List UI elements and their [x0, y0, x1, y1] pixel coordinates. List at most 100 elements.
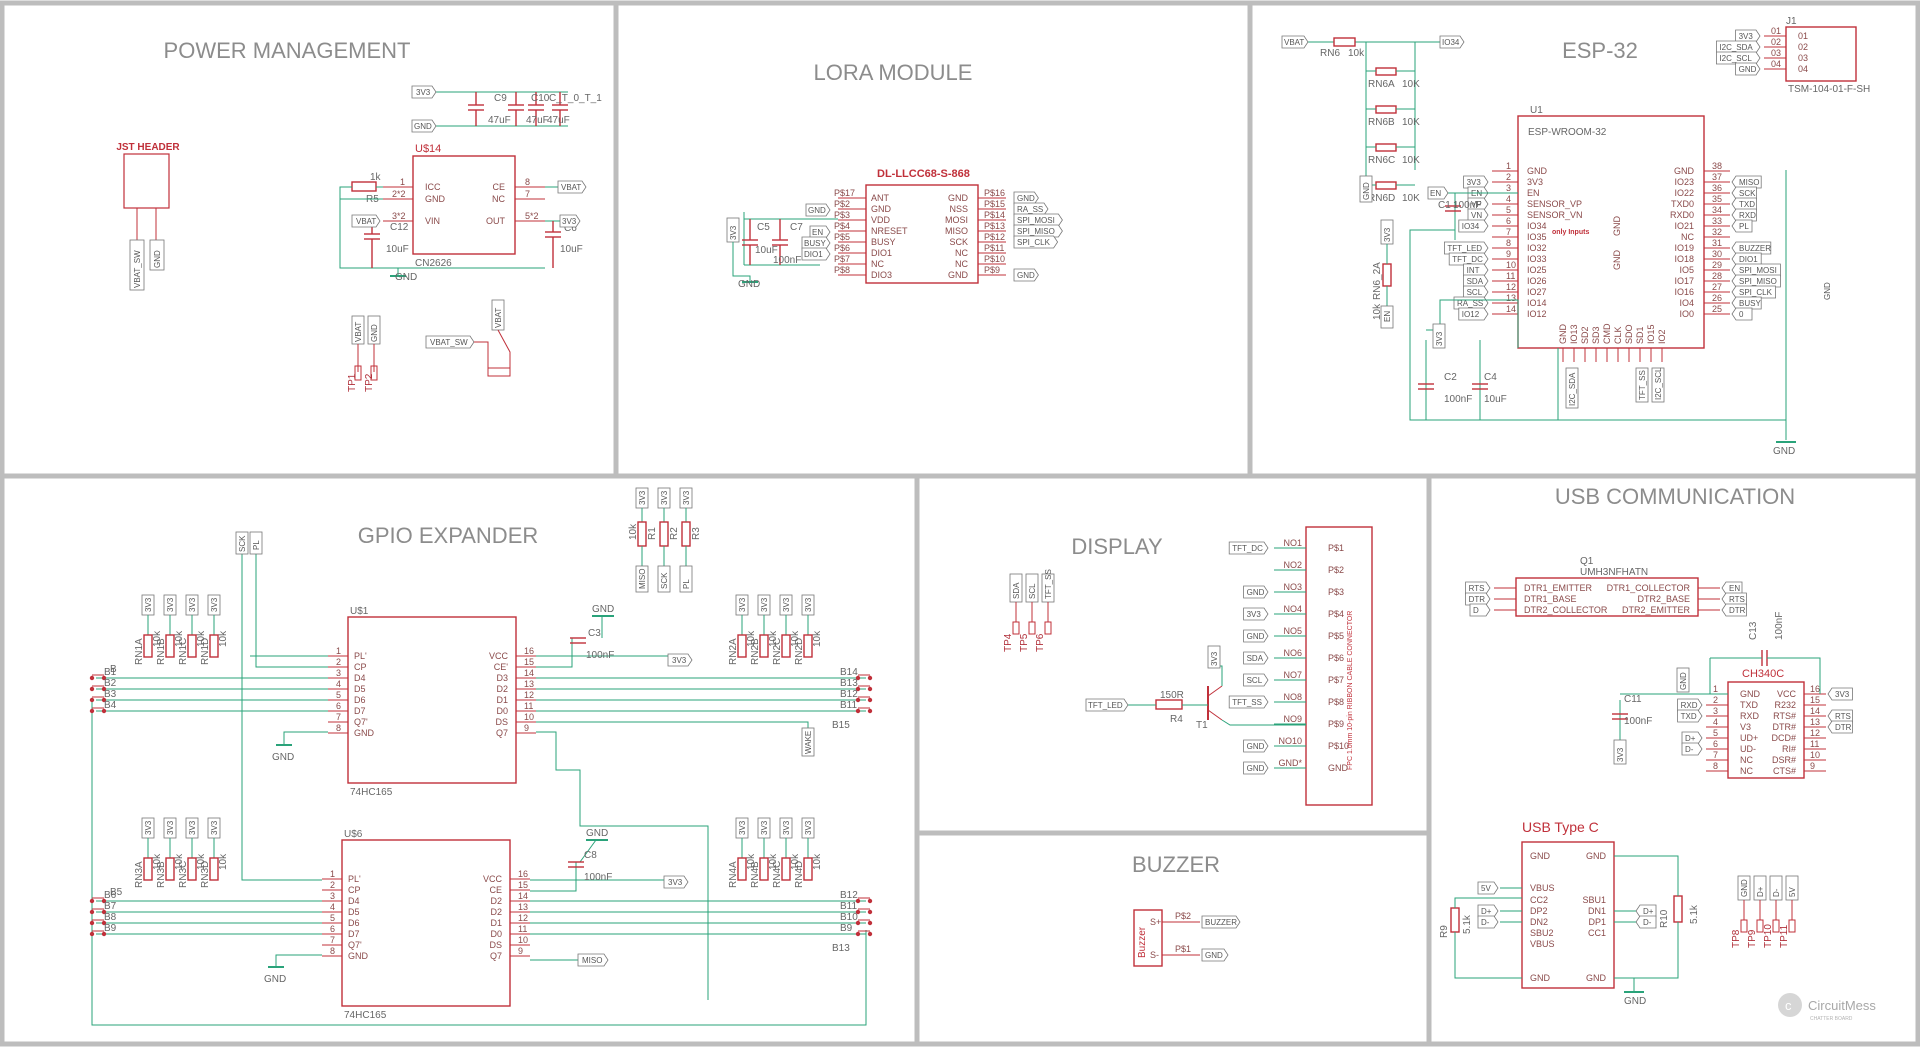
- gpio-u1-pins-right-2: D3: [496, 673, 508, 683]
- display-no-8: NO9: [1283, 714, 1302, 724]
- lora-pnum-right-0: P$16: [984, 188, 1005, 198]
- net-miso-gpio: MISO: [577, 953, 609, 967]
- esp-net-left-3: VN: [1467, 208, 1489, 222]
- net-pl-gpio-top: PL: [249, 531, 263, 555]
- svg-text:3V3: 3V3: [668, 878, 683, 887]
- esp-ref: U1: [1530, 105, 1543, 116]
- topres-net-0: MISO: [635, 565, 649, 593]
- lora-pnum-left-2: P$3: [834, 210, 850, 220]
- usb-tp-label-3: TP11: [1779, 924, 1790, 948]
- display-section: FPC 1.0mm 10-pin RIBBON CABLE CONNECTOR …: [1003, 526, 1373, 806]
- btn-a-contact-b-0: [101, 675, 107, 681]
- esp-pnum-right-6: 32: [1712, 227, 1722, 237]
- svg-text:PL: PL: [682, 579, 691, 589]
- lora-pin-right-3: MISO: [945, 226, 968, 236]
- rn3-resistor-3: [209, 857, 219, 881]
- usb-typec-pins: GNDVBUSCC2DP2DN2SBU2VBUSGNDGNDSBU1DN1DP1…: [1477, 851, 1657, 983]
- esp-pin-left-5: IO34: [1527, 221, 1547, 231]
- rn4-resistor-1: [759, 857, 769, 881]
- svg-text:3V3: 3V3: [1467, 178, 1482, 187]
- display-no-5: NO6: [1283, 648, 1302, 658]
- rn1-val-3: 10k: [218, 630, 229, 647]
- rn1-val-0: 10k: [152, 630, 163, 647]
- svg-text:VBAT_SW: VBAT_SW: [430, 338, 468, 347]
- typec-net-left-0: 5V: [1477, 881, 1499, 895]
- btn-a-contact-b-3: [101, 708, 107, 714]
- svg-text:3V3: 3V3: [782, 597, 791, 612]
- net-i2c-sda-esp: I2C_SDA: [1565, 367, 1579, 409]
- svg-text:5V: 5V: [1788, 887, 1797, 897]
- svg-text:VN: VN: [1471, 211, 1482, 220]
- svg-text:GND: GND: [370, 324, 379, 342]
- net-en-esp: EN: [1427, 186, 1449, 200]
- svg-text:3V3: 3V3: [729, 225, 738, 240]
- ch340-net-left-3: D-: [1681, 742, 1703, 756]
- topres-resistor-0: [637, 521, 647, 547]
- r4-value: 150R: [1160, 690, 1184, 701]
- esp-net-right-8: SPI_MISO: [1731, 274, 1781, 288]
- svg-text:3V3: 3V3: [738, 597, 747, 612]
- gpio-u1-pins-pnum-left-6: 7: [336, 712, 341, 722]
- display-no-2: NO3: [1283, 582, 1302, 592]
- svg-text:BUZZER: BUZZER: [1205, 918, 1237, 927]
- gpio-u1-pins-right-6: DS: [495, 717, 508, 727]
- cap-ct-label: C_T_0_T_1: [549, 93, 602, 104]
- rn1-vtag-0: 3V3: [141, 594, 155, 616]
- svg-text:5.1k: 5.1k: [1689, 904, 1700, 924]
- title-lora: LORA MODULE: [814, 60, 973, 85]
- net-wake-gpio: WAKE: [801, 727, 815, 757]
- cap-c2: [1418, 383, 1434, 390]
- btn-d-contact-b-1: [867, 909, 873, 915]
- buzzer-pin-plus: S+: [1150, 917, 1161, 927]
- gpio-u6-pins-pnum-right-3: 13: [518, 902, 528, 912]
- regulator-chip: [412, 155, 516, 255]
- esp-pin-bottom-3: SD3: [1591, 326, 1601, 344]
- esp-pin-left-4: SENSOR_VN: [1527, 210, 1583, 220]
- display-pin-0: P$1: [1328, 543, 1344, 553]
- btn-c-contact-b-3: [101, 931, 107, 937]
- svg-text:SDA: SDA: [1467, 277, 1484, 286]
- lora-pin-left-5: DIO1: [871, 248, 892, 258]
- r4-label: R4: [1170, 714, 1183, 725]
- c11-label: C11: [1624, 694, 1642, 705]
- gpio-u6-pins-right-6: DS: [489, 940, 502, 950]
- svg-text:3V3: 3V3: [144, 820, 153, 835]
- gpio-u6-pins-pnum-right-7: 9: [518, 946, 523, 956]
- svg-text:TXD: TXD: [1681, 712, 1697, 721]
- rn3-label-1: RN3B: [156, 861, 167, 888]
- lora-pin-right-5: NC: [955, 248, 968, 258]
- cap-c9-value: 47uF: [488, 115, 511, 126]
- svg-text:SPI_MISO: SPI_MISO: [1017, 227, 1055, 236]
- btn-d-label-1: B11: [840, 901, 857, 912]
- display-pin-3: P$4: [1328, 609, 1344, 619]
- rn3-resistor-0: [143, 857, 153, 881]
- display-pin-8: P$9: [1328, 719, 1344, 729]
- rn4-vtag-1: 3V3: [757, 817, 771, 839]
- c3-label: C3: [588, 628, 601, 639]
- esp-chip: [1517, 115, 1705, 349]
- rn4-label-0: RN4A: [728, 861, 739, 888]
- svg-text:GND: GND: [153, 250, 162, 268]
- esp-pnum-left-12: 13: [1506, 293, 1516, 303]
- rn1-resistor-3: [209, 634, 219, 658]
- j1-connector: [1785, 26, 1857, 82]
- net-3v3-display: 3V3: [1207, 645, 1221, 669]
- usb-tp-label-0: TP8: [1731, 929, 1742, 948]
- gpio-u6-pins-left-3: D5: [348, 907, 360, 917]
- display-no-4: NO5: [1283, 626, 1302, 636]
- cap-c6: [545, 221, 561, 268]
- svg-text:SCL: SCL: [1247, 676, 1263, 685]
- esp-pnum-right-8: 30: [1712, 249, 1722, 259]
- cap-c10-value: 47uF: [526, 115, 549, 126]
- typec-left-3: DP2: [1530, 906, 1548, 916]
- j1-pnum-0: 01: [1771, 26, 1781, 36]
- esp-net-right-3: RXD: [1731, 208, 1757, 222]
- display-net-3: 3V3: [1243, 607, 1269, 621]
- gpio-u1-pins-pnum-left-7: 8: [336, 723, 341, 733]
- rn2-vtag-2: 3V3: [779, 594, 793, 616]
- buzzer-section: Buzzer S+ S- P$2 P$1 BUZZER GND: [1133, 909, 1241, 967]
